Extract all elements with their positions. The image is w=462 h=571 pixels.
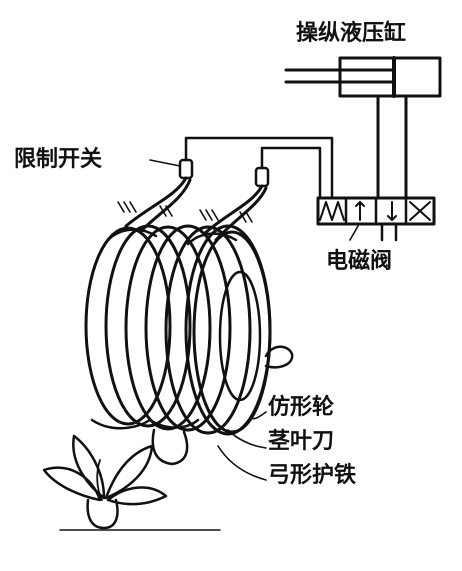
disc-4 [144, 224, 232, 432]
limit-switch-leader [149, 159, 181, 167]
beet-plant [42, 434, 168, 530]
cylinder-label: 操纵液压缸 [296, 20, 406, 46]
beet-root [86, 498, 119, 530]
profile-wheel [192, 230, 272, 434]
disc-1 [84, 226, 172, 426]
valve-leader-line [349, 225, 359, 241]
profile-wheel-leader [249, 411, 267, 420]
solenoid-valve-label: 电磁阀 [326, 248, 392, 274]
profile-wheel-label: 仿形轮 [268, 394, 334, 420]
beet-leaf-4 [106, 486, 168, 506]
wire-switch-1 [184, 136, 334, 200]
profile-wheel-hub [218, 270, 262, 402]
ground-and-roots [59, 345, 294, 531]
root-top-right [264, 345, 294, 369]
limit-switches [149, 158, 270, 188]
hydraulic-cylinder [284, 56, 442, 200]
bow-guard-leader [217, 445, 267, 481]
limit-switch-label: 限制开关 [14, 147, 102, 172]
beet-leaf-3 [104, 444, 154, 500]
disc-3 [124, 225, 212, 431]
limit-switch-2 [254, 166, 270, 188]
limit-switch-1 [178, 158, 194, 180]
beet-leaf-2 [72, 434, 106, 500]
stem-leaf-knife-label: 茎叶刀 [268, 428, 334, 454]
disc-stack [84, 224, 272, 436]
wire-switch-2 [260, 146, 322, 200]
signal-wires [184, 136, 334, 200]
stem-leaf-knife-leader [227, 429, 267, 449]
cylinder-body [338, 56, 442, 98]
solenoid-valve [316, 196, 436, 242]
label-leaders [217, 411, 267, 481]
bow-guard-label: 弓形护铁 [268, 462, 356, 488]
disc-2 [104, 224, 192, 428]
root-tuber [151, 428, 189, 466]
beet-leaf-1 [42, 466, 102, 502]
disc-5 [164, 225, 252, 435]
root-crowns [90, 418, 200, 430]
